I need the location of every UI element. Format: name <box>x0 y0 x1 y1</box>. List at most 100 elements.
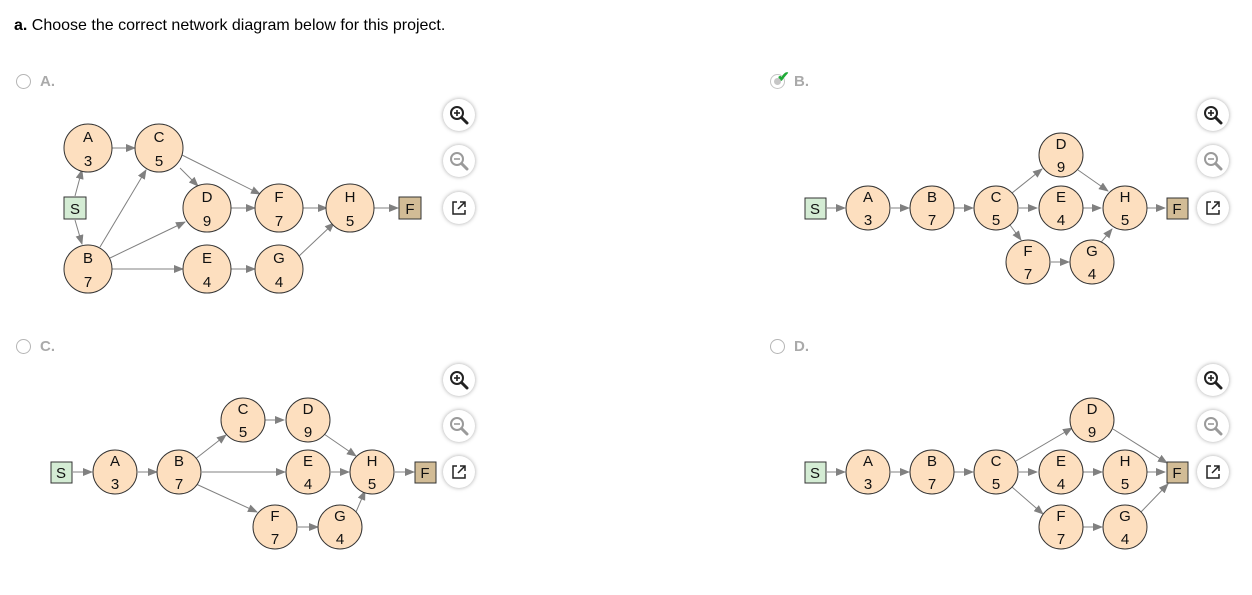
diagram-d-node-h-duration: 5 <box>1121 476 1129 493</box>
diagram-d-node-b-duration: 7 <box>928 476 936 493</box>
diagram-a-node-e: E <box>202 250 212 267</box>
diagram-c-node-f: F <box>270 508 279 525</box>
diagram-d-start: S <box>810 465 820 482</box>
option-d[interactable]: D. <box>770 338 809 355</box>
option-d-label: D. <box>794 338 809 355</box>
diagram-d-node-h: H <box>1120 453 1131 470</box>
diagram-c-finish: F <box>420 465 429 482</box>
option-b-label: B. <box>794 73 809 90</box>
option-c-external-link-button[interactable] <box>443 456 475 488</box>
external-link-icon <box>450 199 468 217</box>
diagram-b-node-f-duration: 7 <box>1024 266 1032 283</box>
option-c-zoom-in-button[interactable] <box>443 364 475 396</box>
diagram-b-node-a-duration: 3 <box>864 212 872 229</box>
option-c[interactable]: C. <box>16 338 55 355</box>
diagram-c-node-e-duration: 4 <box>304 476 312 493</box>
question-text: a. Choose the correct network diagram be… <box>14 17 445 35</box>
diagram-c-node-a-duration: 3 <box>111 476 119 493</box>
diagram-a-node-g-duration: 4 <box>275 274 283 291</box>
diagram-b-node-h-duration: 5 <box>1121 212 1129 229</box>
diagram-c-node-c-duration: 5 <box>239 424 247 441</box>
diagram-c-node-d: D <box>303 401 314 418</box>
diagram-b-node-g: G <box>1086 243 1098 260</box>
diagram-b: S F A3 B7 C5 D9 E4 H5 F7 G4 <box>804 132 1189 285</box>
diagram-c-node-b: B <box>174 453 184 470</box>
option-d-zoom-out-button[interactable] <box>1197 410 1229 442</box>
diagram-b-node-a: A <box>863 189 873 206</box>
zoom-out-icon <box>1203 151 1223 171</box>
question-body: Choose the correct network diagram below… <box>31 17 446 34</box>
diagram-c-node-g: G <box>334 508 346 525</box>
diagram-a-node-e-duration: 4 <box>203 274 211 291</box>
diagram-c-node-f-duration: 7 <box>271 531 279 548</box>
diagram-c-node-c: C <box>238 401 249 418</box>
external-link-icon <box>450 463 468 481</box>
radio-option-b[interactable]: ✔ <box>770 69 790 89</box>
diagram-d-node-d: D <box>1087 401 1098 418</box>
diagram-d: S F A3 B7 C5 D9 E4 H5 F7 G4 <box>804 397 1189 550</box>
diagram-a-node-a-duration: 3 <box>84 153 92 170</box>
diagram-b-node-d-duration: 9 <box>1057 159 1065 176</box>
option-d-external-link-button[interactable] <box>1197 456 1229 488</box>
zoom-in-icon <box>449 370 469 390</box>
diagram-b-node-b-duration: 7 <box>928 212 936 229</box>
zoom-in-icon <box>449 105 469 125</box>
zoom-out-icon <box>1203 416 1223 436</box>
option-b-external-link-button[interactable] <box>1197 192 1229 224</box>
diagram-a-finish: F <box>405 201 414 218</box>
diagram-b-finish: F <box>1172 201 1181 218</box>
diagram-d-node-f: F <box>1056 508 1065 525</box>
diagram-d-node-a: A <box>863 453 873 470</box>
option-a-zoom-in-button[interactable] <box>443 99 475 131</box>
option-a-zoom-out-button[interactable] <box>443 145 475 177</box>
diagram-b-start: S <box>810 201 820 218</box>
diagram-b-node-g-duration: 4 <box>1088 266 1096 283</box>
checkmark-icon: ✔ <box>777 69 790 86</box>
diagram-c-node-b-duration: 7 <box>175 476 183 493</box>
zoom-in-icon <box>1203 105 1223 125</box>
option-b-zoom-out-button[interactable] <box>1197 145 1229 177</box>
diagram-b-node-h: H <box>1120 189 1131 206</box>
diagram-b-node-f: F <box>1023 243 1032 260</box>
zoom-in-icon <box>1203 370 1223 390</box>
diagram-a-node-a: A <box>83 129 93 146</box>
option-a-label: A. <box>40 73 55 90</box>
radio-option-a[interactable] <box>16 74 31 89</box>
diagram-d-node-g: G <box>1119 508 1131 525</box>
diagram-a-node-b: B <box>83 250 93 267</box>
diagram-a-node-b-duration: 7 <box>84 274 92 291</box>
external-link-icon <box>1204 463 1222 481</box>
diagram-d-node-f-duration: 7 <box>1057 531 1065 548</box>
diagram-d-node-c-duration: 5 <box>992 476 1000 493</box>
radio-option-c[interactable] <box>16 339 31 354</box>
diagram-a-node-f: F <box>274 189 283 206</box>
diagram-c-node-g-duration: 4 <box>336 531 344 548</box>
diagram-c: S F A3 B7 C5 D9 E4 H5 F7 G4 <box>50 397 437 550</box>
option-d-zoom-in-button[interactable] <box>1197 364 1229 396</box>
diagram-d-node-e-duration: 4 <box>1057 476 1065 493</box>
radio-option-d[interactable] <box>770 339 785 354</box>
diagram-c-start: S <box>56 465 66 482</box>
option-c-zoom-out-button[interactable] <box>443 410 475 442</box>
diagram-b-node-e-duration: 4 <box>1057 212 1065 229</box>
diagram-d-finish: F <box>1172 465 1181 482</box>
option-a[interactable]: A. <box>16 73 55 90</box>
diagram-b-node-d: D <box>1056 136 1067 153</box>
option-a-external-link-button[interactable] <box>443 192 475 224</box>
diagram-d-node-c: C <box>991 453 1002 470</box>
diagram-a-node-f-duration: 7 <box>275 213 283 230</box>
diagram-c-node-h-duration: 5 <box>368 476 376 493</box>
option-b[interactable]: ✔ B. <box>770 69 809 90</box>
question-part: a. <box>14 17 28 34</box>
diagram-d-node-g-duration: 4 <box>1121 531 1129 548</box>
diagram-b-node-e: E <box>1056 189 1066 206</box>
diagram-c-node-a: A <box>110 453 120 470</box>
external-link-icon <box>1204 199 1222 217</box>
diagram-a-node-d: D <box>202 189 213 206</box>
diagram-d-node-e: E <box>1056 453 1066 470</box>
diagram-a-node-g: G <box>273 250 285 267</box>
diagram-d-node-a-duration: 3 <box>864 476 872 493</box>
option-b-zoom-in-button[interactable] <box>1197 99 1229 131</box>
diagram-a: S F A3 C5 B7 D9 F7 H5 E4 G4 <box>63 123 422 294</box>
diagram-a-node-h-duration: 5 <box>346 213 354 230</box>
